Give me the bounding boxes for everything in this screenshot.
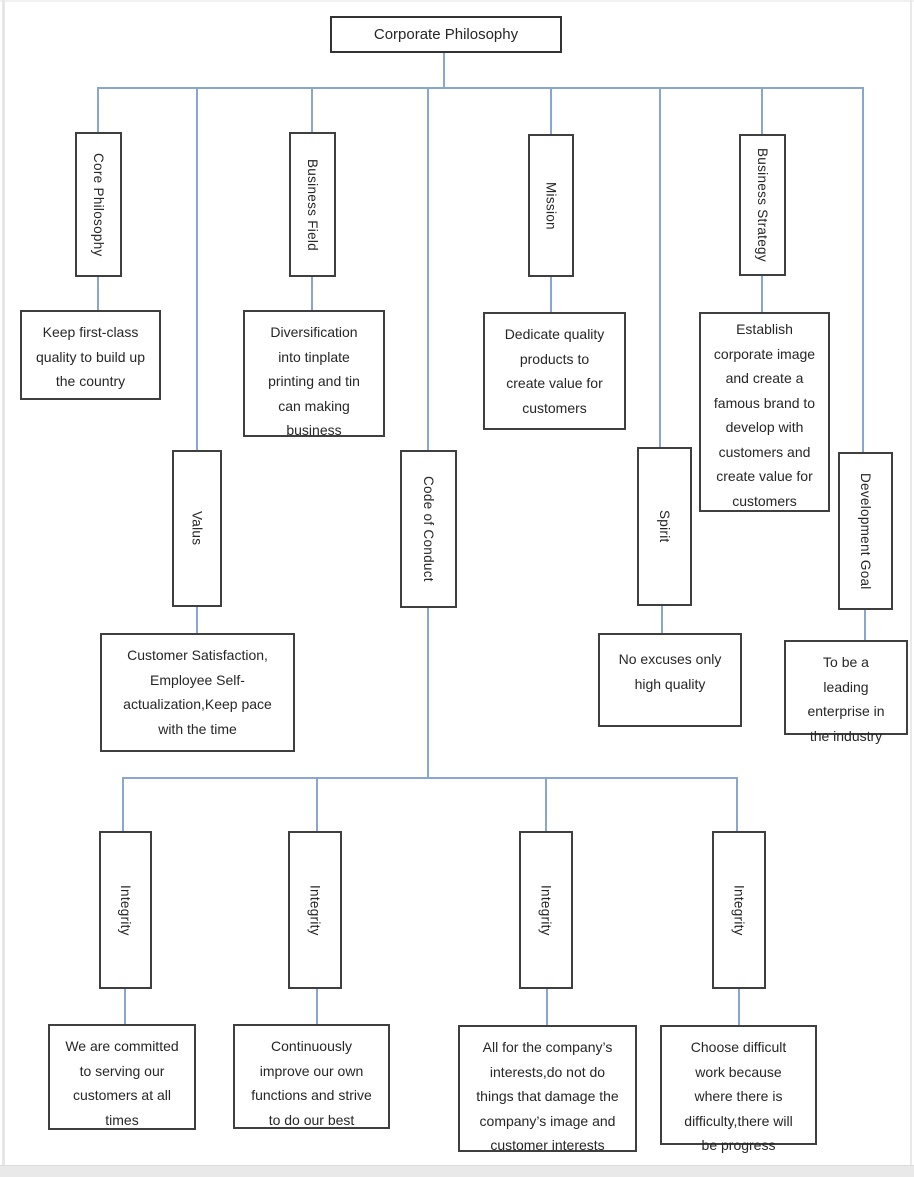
node-integrity-1: Integrity <box>99 831 152 989</box>
desc-core-philosophy: Keep first-class quality to build up the… <box>20 310 161 400</box>
connector-business-field-desc <box>311 277 313 310</box>
desc-integrity-1: We are committed to serving our customer… <box>48 1024 196 1130</box>
connector-development-goal-desc <box>864 610 866 640</box>
connector-drop-spirit <box>659 87 661 447</box>
connector-values-desc <box>196 607 198 633</box>
node-integrity-3: Integrity <box>519 831 573 989</box>
connector-integrity-1-desc <box>124 989 126 1024</box>
node-integrity-2: Integrity <box>288 831 342 989</box>
desc-mission: Dedicate quality products to create valu… <box>483 312 626 430</box>
node-values-label: Valus <box>189 511 205 546</box>
node-spirit: Spirit <box>637 447 692 606</box>
node-corporate-philosophy: Corporate Philosophy <box>330 16 562 53</box>
desc-values: Customer Satisfaction, Employee Self-act… <box>100 633 295 752</box>
node-core-philosophy-label: Core Philosophy <box>91 152 106 257</box>
desc-integrity-4: Choose difficult work because where ther… <box>660 1025 817 1153</box>
node-integrity-4-label: Integrity <box>731 884 747 936</box>
node-business-strategy-label: Business Strategy <box>755 148 770 262</box>
connector-code-of-conduct-lower <box>427 608 429 778</box>
node-code-of-conduct-label: Code of Conduct <box>421 476 436 582</box>
node-corporate-philosophy-label: Corporate Philosophy <box>373 26 519 43</box>
desc-integrity-3: All for the company’s interests,do not d… <box>458 1025 637 1153</box>
node-business-field-label: Business Field <box>305 158 320 251</box>
node-integrity-1-label: Integrity <box>118 884 133 936</box>
page-edge-right <box>910 0 912 1177</box>
desc-integrity-2: Continuously improve our own functions a… <box>233 1024 390 1129</box>
node-integrity-4: Integrity <box>712 831 766 989</box>
connector-root-stem <box>443 53 445 88</box>
node-core-philosophy: Core Philosophy <box>75 132 122 277</box>
connector-drop-integrity-2 <box>316 777 318 831</box>
connector-drop-core-philosophy <box>97 87 99 132</box>
connector-spirit-desc <box>661 606 663 633</box>
desc-business-strategy: Establish corporate image and create a f… <box>699 312 830 512</box>
connector-drop-business-strategy <box>761 87 763 134</box>
node-integrity-2-label: Integrity <box>307 884 323 936</box>
node-values: Valus <box>172 450 222 607</box>
connector-integrity-4-desc <box>738 989 740 1025</box>
page-edge-left <box>2 0 5 1177</box>
node-spirit-label: Spirit <box>657 510 672 543</box>
connector-drop-mission <box>550 87 552 134</box>
connector-drop-values <box>196 87 198 450</box>
desc-spirit: No excuses only high quality <box>598 633 742 727</box>
node-mission-label: Mission <box>543 181 559 230</box>
node-code-of-conduct: Code of Conduct <box>400 450 457 608</box>
node-mission: Mission <box>528 134 574 277</box>
connector-drop-integrity-3 <box>545 777 547 831</box>
node-business-field: Business Field <box>289 132 336 277</box>
connector-integrity-2-desc <box>316 989 318 1024</box>
connector-drop-business-field <box>311 87 313 132</box>
connector-drop-code-of-conduct <box>427 87 429 450</box>
connector-top-bus <box>98 87 863 89</box>
node-development-goal: Development Goal <box>838 452 893 610</box>
connector-core-philosophy-desc <box>97 277 99 310</box>
connector-bottom-bus <box>122 777 737 779</box>
connector-business-strategy-desc <box>761 276 763 312</box>
desc-development-goal: To be a leading enterprise in the indust… <box>784 640 908 744</box>
page-edge-top <box>0 0 914 2</box>
connector-drop-integrity-1 <box>122 777 124 831</box>
desc-business-field: Diversification into tinplate printing a… <box>243 310 385 438</box>
node-integrity-3-label: Integrity <box>538 884 554 936</box>
node-business-strategy: Business Strategy <box>739 134 786 276</box>
page-edge-bottom <box>0 1165 914 1177</box>
connector-drop-integrity-4 <box>736 777 738 831</box>
connector-integrity-3-desc <box>546 989 548 1025</box>
connector-drop-development-goal <box>862 87 864 452</box>
connector-mission-desc <box>550 277 552 312</box>
node-development-goal-label: Development Goal <box>858 472 873 590</box>
